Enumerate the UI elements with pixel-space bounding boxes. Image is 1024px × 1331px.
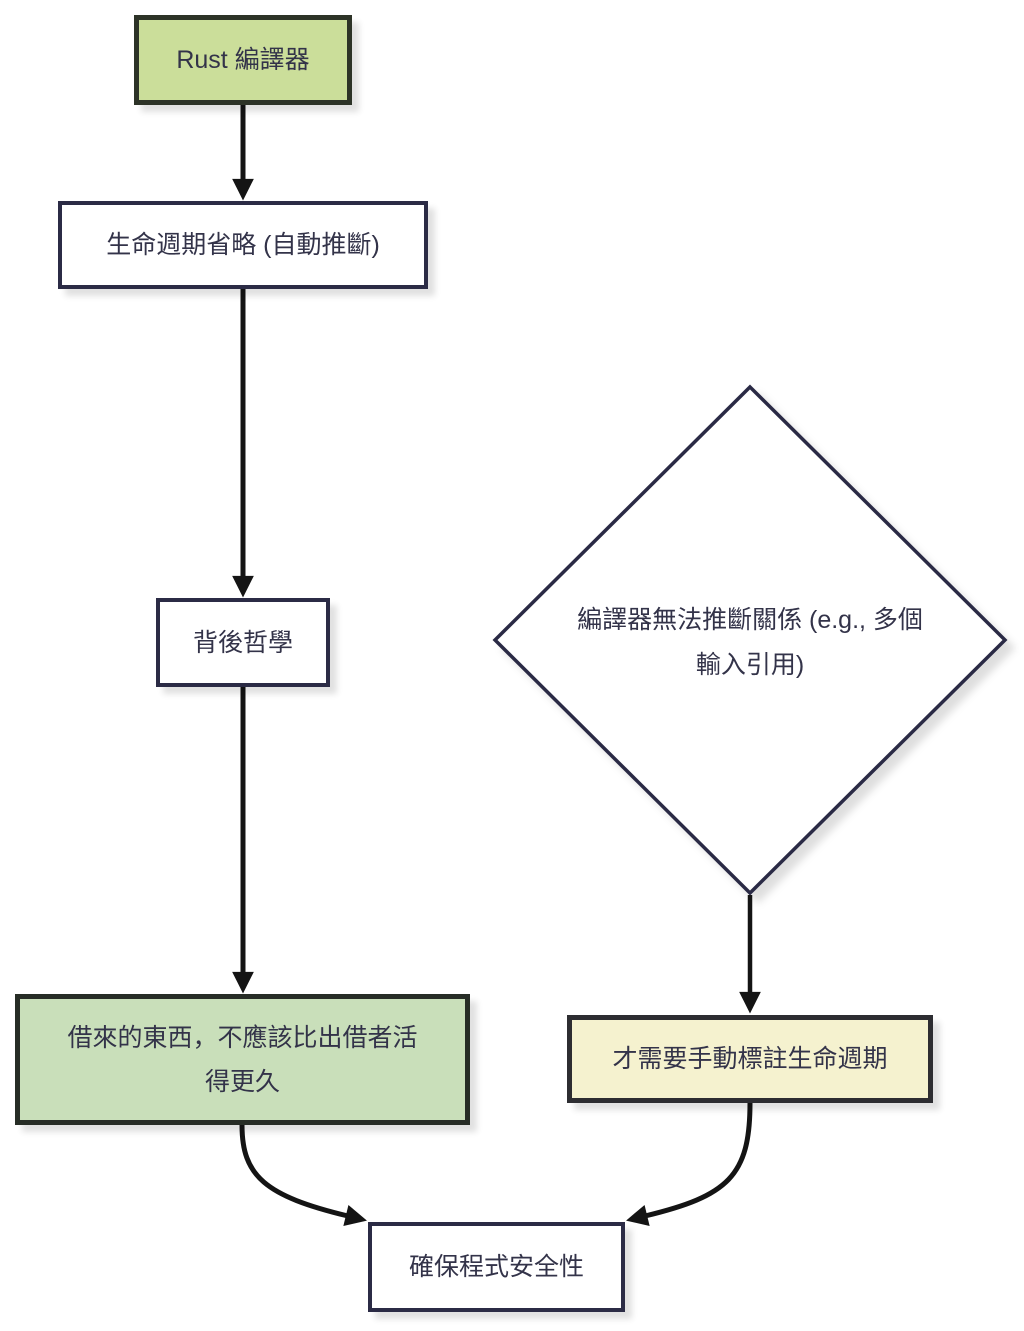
node-program-safety-label: 確保程式安全性 <box>408 1253 584 1281</box>
node-rust-compiler: Rust 編譯器 <box>134 15 352 105</box>
node-cannot-infer-label: 編譯器無法推斷關係 (e.g., 多個 輸入引用) <box>577 606 923 679</box>
node-program-safety: 確保程式安全性 <box>368 1222 625 1312</box>
node-manual-annotation-label: 才需要手動標註生命週期 <box>612 1045 888 1073</box>
node-lifetime-elision-label: 生命週期省略 (自動推斷) <box>106 231 380 259</box>
decision-diamond-cannot-infer <box>492 384 1008 896</box>
node-philosophy-label: 背後哲學 <box>192 628 293 657</box>
node-rust-compiler-label: Rust 編譯器 <box>176 46 310 74</box>
node-lifetime-elision: 生命週期省略 (自動推斷) <box>58 201 428 289</box>
node-borrow-rule-label: 借來的東西，不應該比出借者活 得更久 <box>67 1023 418 1096</box>
node-borrow-rule: 借來的東西，不應該比出借者活 得更久 <box>15 994 470 1125</box>
edge-manual-annotation-to-program-safety-arrow <box>626 1102 753 1227</box>
node-manual-annotation: 才需要手動標註生命週期 <box>567 1015 933 1103</box>
node-philosophy: 背後哲學 <box>156 598 330 687</box>
edge-borrow-rule-to-program-safety-arrow <box>239 1124 367 1227</box>
